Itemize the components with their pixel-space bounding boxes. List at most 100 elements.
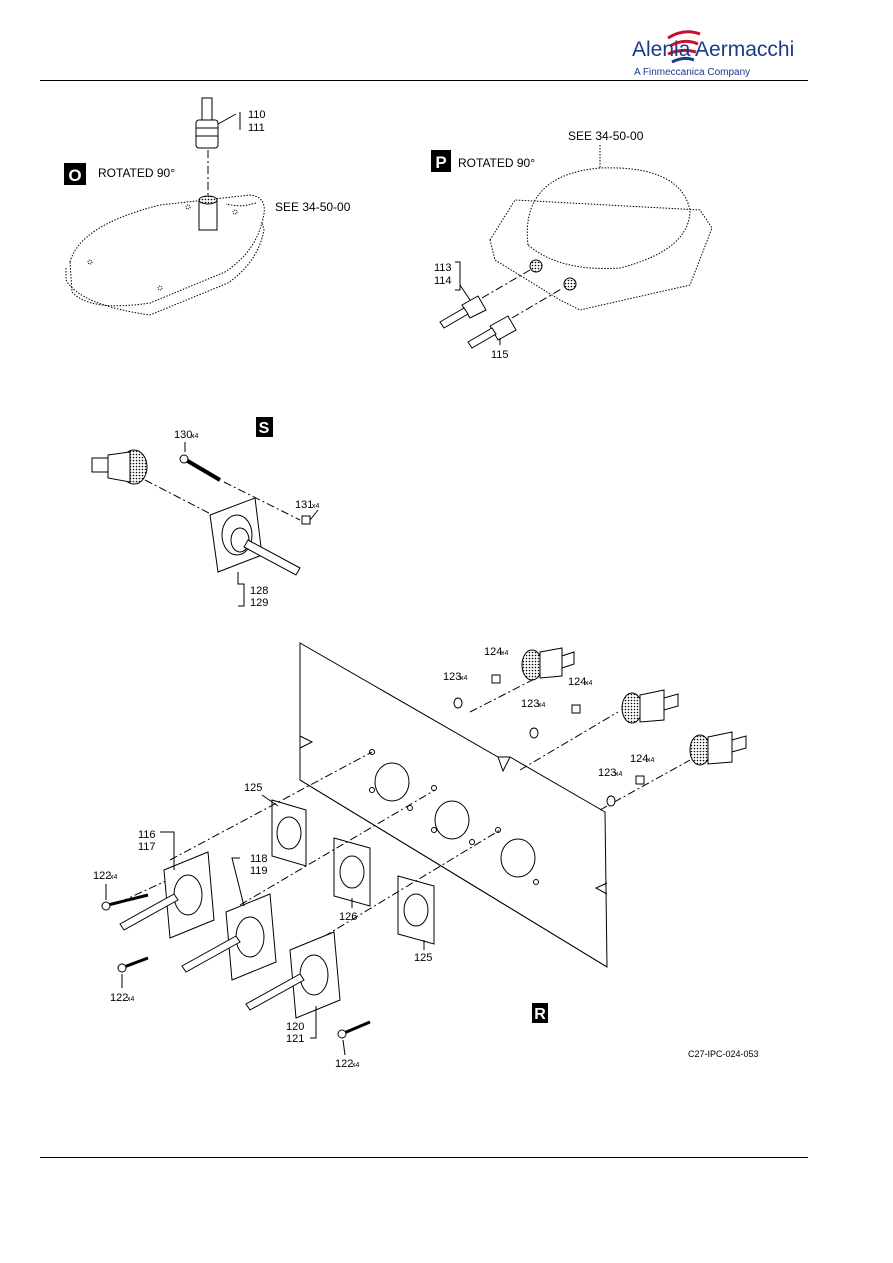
washer-123c: [606, 795, 616, 807]
item-113: 113: [434, 262, 452, 274]
panel-hole: [495, 827, 501, 833]
alenia-aermacchi-logo: [667, 30, 701, 64]
item-123-b: 123: [521, 698, 539, 710]
item-129: 129: [250, 597, 268, 609]
panel-hole: [407, 805, 413, 811]
panel-notch: [497, 756, 511, 773]
receptacle-116-cable: [119, 893, 179, 931]
plug-115: [489, 315, 517, 341]
item-115: 115: [491, 349, 509, 361]
mount-plate-outline: [69, 194, 265, 307]
unit-housing: [489, 199, 713, 311]
item-128: 128: [250, 585, 268, 597]
item-120: 120: [286, 1021, 304, 1033]
screw-122c-head: [337, 1029, 347, 1039]
mating-plug-r1-body: [539, 647, 563, 679]
view-r-letter: R: [534, 1006, 546, 1023]
mating-plug-r3: [689, 734, 711, 766]
view-p-letter: P: [435, 153, 446, 172]
mating-plug-r2-cable: [663, 693, 679, 711]
receptacle-116-body: [173, 874, 203, 916]
nut-124b: [571, 704, 581, 714]
qty-130: x4: [191, 433, 199, 440]
mount-hole: [87, 259, 93, 265]
centerline-s-screw: [223, 481, 301, 521]
leader-ref-o: [225, 202, 257, 207]
item-114: 114: [434, 275, 452, 287]
panel-notch: [594, 882, 608, 895]
view-p: P ROTATED 90° SEE 34-50-00 113 114 115: [431, 129, 713, 361]
item-117: 117: [138, 841, 156, 853]
view-o-ref: SEE 34-50-00: [275, 200, 351, 214]
qty-123-c: x4: [615, 771, 623, 778]
nut-124c: [635, 775, 645, 785]
centerline-r5: [519, 711, 619, 771]
centerline-115: [511, 287, 564, 319]
qty-122-a: x4: [110, 874, 118, 881]
item-119: 119: [250, 865, 268, 877]
gasket-125b-bore: [403, 893, 429, 927]
mating-plug-r3-body: [707, 731, 733, 765]
item-123-c: 123: [598, 767, 616, 779]
view-o-letter: O: [68, 166, 81, 185]
screw-122b: [123, 956, 149, 969]
item-123-a: 123: [443, 671, 461, 683]
mating-plug-cable: [91, 457, 109, 473]
qty-124-b: x4: [585, 680, 593, 687]
screw-122: [107, 893, 149, 907]
view-r-badge: [532, 1003, 548, 1023]
mating-plug-r1: [521, 649, 543, 681]
view-s-letter: S: [259, 420, 270, 437]
mating-plug-r3-cable: [731, 735, 747, 753]
view-p-ref: SEE 34-50-00: [568, 129, 644, 143]
screw-122c: [343, 1020, 371, 1035]
figure-id: C27-IPC-024-053: [688, 1049, 759, 1059]
receptacle-113: [529, 259, 543, 273]
plug-connector: [195, 119, 219, 149]
view-r: R: [93, 642, 759, 1070]
leader-120: [310, 1006, 317, 1039]
leader-110: [217, 112, 241, 130]
panel-hole: [469, 839, 475, 845]
panel-hole: [369, 787, 375, 793]
panel-cutout: [500, 838, 536, 878]
panel-notch: [299, 735, 314, 749]
view-o-badge: [64, 163, 86, 185]
centerline-113: [481, 269, 531, 299]
view-s-badge: [256, 417, 273, 437]
screw-130-head: [179, 454, 189, 464]
item-122-c: 122: [335, 1058, 353, 1070]
centerline-r3: [309, 829, 501, 946]
receptacle-pins: [198, 195, 218, 205]
leader-118: [231, 857, 245, 907]
item-130: 130: [174, 429, 192, 441]
centerline-r4: [469, 671, 549, 713]
qty-122-b: x4: [127, 996, 135, 1003]
panel-hole: [431, 827, 437, 833]
screw-122-head: [101, 901, 111, 911]
screw-122b-head: [117, 963, 127, 973]
receptacle-cable: [243, 539, 301, 576]
leader-131: [309, 509, 319, 521]
brand-name: Alenia Aermacchi: [632, 38, 795, 61]
view-s: S 130 x4 131 x4 128 129: [91, 417, 320, 609]
panel-hole: [533, 879, 539, 885]
mating-plug-r2-body: [639, 689, 665, 723]
bracket-113: [455, 261, 461, 291]
item-118: 118: [250, 853, 268, 865]
receptacle-115: [563, 277, 577, 291]
plug-115-cable: [467, 327, 497, 349]
panel-cutout: [434, 800, 470, 840]
mating-plug-body: [107, 451, 131, 483]
nut-124: [491, 674, 501, 684]
plug-cable: [201, 97, 213, 121]
receptacle-118-body: [235, 916, 265, 958]
item-110: 110: [248, 109, 266, 121]
leader-125-a: [261, 794, 279, 807]
qty-123-a: x4: [460, 675, 468, 682]
qty-123-b: x4: [538, 702, 546, 709]
item-122-b: 122: [110, 992, 128, 1004]
header-rule: [40, 80, 808, 81]
gasket-125-bore: [276, 816, 302, 850]
item-124-a: 124: [484, 646, 502, 658]
